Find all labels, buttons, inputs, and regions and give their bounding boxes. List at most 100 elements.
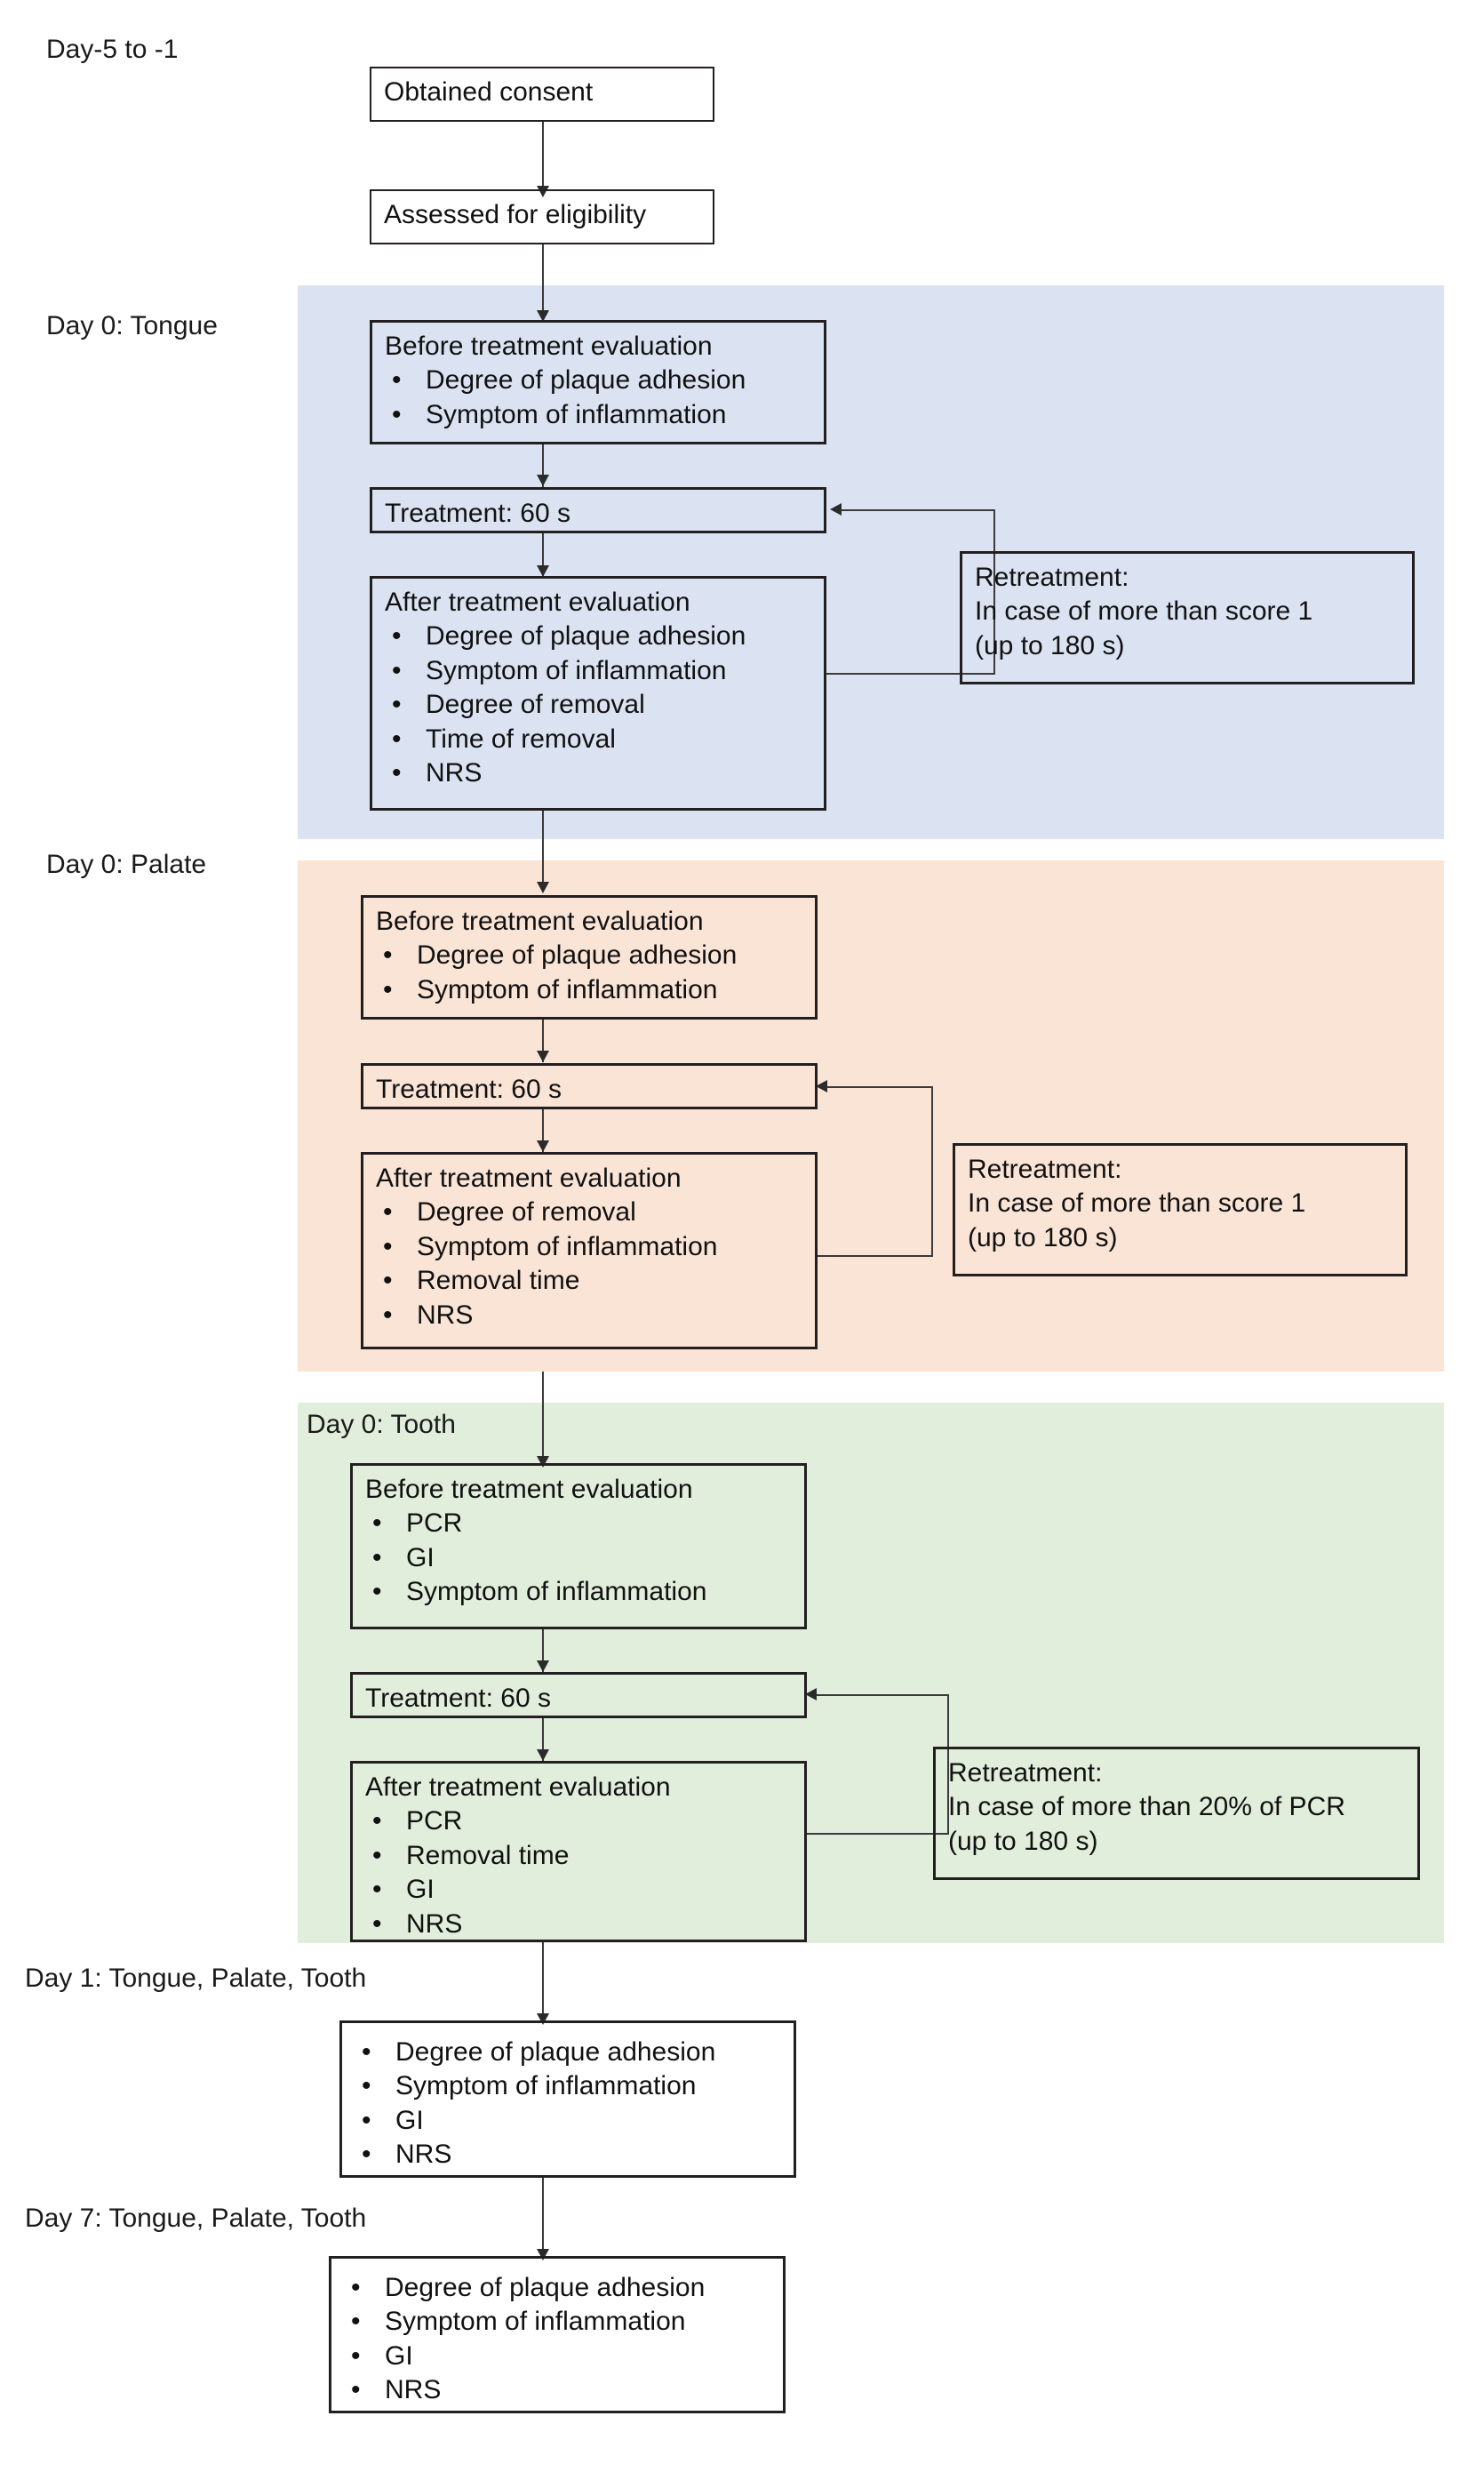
node-title: Obtained consent [384, 77, 594, 107]
node-obtained-consent[interactable]: Obtained consent [370, 67, 714, 122]
node-item-list: •Degree of plaque adhesion •Symptom of i… [385, 364, 811, 432]
list-item-label: NRS [426, 757, 483, 788]
bullet-icon: • [392, 724, 402, 754]
connector-tongue-treatment-to-after [542, 533, 544, 576]
list-item-label: NRS [417, 1300, 474, 1330]
node-title: After treatment evaluation [385, 588, 690, 617]
list-item-label: Symptom of inflammation [417, 974, 718, 1004]
list-item: •NRS [344, 2373, 770, 2407]
list-item: •Time of removal [385, 723, 811, 756]
list-item: • Symptom of inflammation [376, 1230, 802, 1264]
list-item-label: GI [406, 1875, 435, 1905]
bullet-icon: • [383, 1300, 393, 1330]
list-item-label: NRS [406, 1908, 463, 1939]
node-tongue-before-treatment[interactable]: Before treatment evaluation •Degree of p… [370, 320, 826, 444]
arrow-consent-to-eligibility [537, 186, 549, 197]
list-item-label: PCR [406, 1508, 463, 1539]
node-title: Treatment: 60 s [376, 1075, 562, 1104]
list-item-label: PCR [406, 1806, 463, 1836]
node-day1-evaluation[interactable]: •Degree of plaque adhesion •Symptom of i… [339, 2020, 796, 2178]
bullet-icon: • [372, 1840, 382, 1870]
connector-tongue-loop-to-treatment [841, 509, 995, 511]
list-item: • NRS [376, 1299, 802, 1332]
connector-palate-before-to-treatment [542, 1020, 544, 1062]
arrow-tooth-treatment-to-after [537, 1749, 549, 1761]
bullet-icon: • [351, 2375, 361, 2405]
list-item-label: Symptom of inflammation [406, 1577, 707, 1607]
list-item-label: GI [406, 1542, 435, 1572]
list-item: •Degree of plaque adhesion [344, 2271, 770, 2305]
list-item: • Symptom of inflammation [355, 2069, 781, 2103]
retreatment-line-3: (up to 180 s) [975, 630, 1125, 660]
bullet-icon: • [372, 1542, 382, 1572]
list-item: •GI [355, 2104, 781, 2138]
retreatment-line-3: (up to 180 s) [968, 1222, 1118, 1252]
node-palate-retreatment[interactable]: Retreatment: In case of more than score … [953, 1143, 1408, 1276]
retreatment-line-1: Retreatment: [948, 1758, 1103, 1788]
node-palate-after-treatment[interactable]: After treatment evaluation •Degree of re… [361, 1152, 818, 1349]
node-item-list: •PCR • GI • Symptom of inflammation [365, 1507, 792, 1609]
arrow-tooth-before-to-treatment [537, 1660, 549, 1672]
retreatment-line-2: In case of more than score 1 [975, 596, 1313, 627]
node-item-list: •Degree of plaque adhesion •Symptom of i… [355, 2036, 781, 2172]
bullet-icon: • [383, 1231, 393, 1261]
bullet-icon: • [392, 757, 402, 788]
connector-consent-to-eligibility [542, 122, 544, 191]
arrow-tongue-after-to-palate-before [537, 882, 549, 893]
arrow-tongue-loop-to-treatment [830, 503, 842, 516]
bullet-icon: • [351, 2340, 361, 2371]
arrow-tongue-treatment-to-after [537, 565, 549, 577]
list-item: • PCR [365, 1804, 792, 1838]
connector-tongue-after-to-palate-before [542, 811, 544, 887]
list-item-label: Symptom of inflammation [417, 1231, 718, 1261]
node-title: Before treatment evaluation [385, 332, 713, 361]
bullet-icon: • [392, 690, 402, 720]
band-day0-tongue [298, 285, 1444, 839]
list-item-label: Symptom of inflammation [385, 2307, 686, 2337]
node-tongue-retreatment[interactable]: Retreatment: In case of more than score … [960, 551, 1415, 684]
stage-label-day0-palate: Day 0: Palate [46, 850, 207, 879]
list-item: •PCR [365, 1507, 792, 1540]
arrow-palate-before-to-treatment [537, 1051, 549, 1062]
list-item: • GI [365, 1541, 792, 1575]
node-palate-treatment[interactable]: Treatment: 60 s [361, 1063, 818, 1109]
node-title: Treatment: 60 s [385, 499, 570, 528]
list-item: •GI [344, 2340, 770, 2373]
list-item: • NRS [385, 756, 811, 790]
bullet-icon: • [362, 2071, 371, 2101]
list-item: • Symptom of inflammation [344, 2305, 770, 2339]
connector-tooth-loop-vertical [947, 1694, 949, 1835]
node-title: After treatment evaluation [376, 1164, 682, 1193]
list-item-label: Degree of plaque adhesion [417, 940, 738, 971]
node-tooth-after-treatment[interactable]: After treatment evaluation •PCR •Removal… [350, 1761, 807, 1942]
bullet-icon: • [372, 1577, 382, 1607]
list-item-label: Degree of removal [426, 690, 645, 720]
bullet-icon: • [351, 2307, 361, 2337]
stage-label-day0-tooth: Day 0: Tooth [307, 1410, 456, 1439]
bullet-icon: • [362, 2037, 371, 2067]
list-item-label: Degree of plaque adhesion [426, 621, 746, 652]
node-tongue-after-treatment[interactable]: After treatment evaluation • Degree of pl… [370, 576, 826, 811]
arrow-tongue-before-to-treatment [537, 475, 549, 486]
bullet-icon: • [392, 655, 402, 685]
node-title: Assessed for eligibility [384, 200, 647, 229]
list-item: •NRS [365, 1908, 792, 1941]
bullet-icon: • [392, 399, 402, 429]
node-tooth-retreatment[interactable]: Retreatment: In case of more than 20% of… [933, 1747, 1420, 1880]
node-assessed-eligibility[interactable]: Assessed for eligibility [370, 189, 714, 244]
bullet-icon: • [372, 1806, 382, 1836]
node-palate-before-treatment[interactable]: Before treatment evaluation •Degree of p… [361, 895, 818, 1020]
list-item-label: Symptom of inflammation [395, 2071, 697, 2101]
connector-tooth-after-to-day1 [542, 1942, 544, 2020]
list-item: • Symptom of inflammation [385, 398, 811, 432]
node-tooth-before-treatment[interactable]: Before treatment evaluation •PCR •GI •Sy… [350, 1463, 807, 1629]
node-tongue-treatment[interactable]: Treatment: 60 s [370, 487, 826, 533]
connector-tooth-before-to-treatment [542, 1629, 544, 1672]
connector-tongue-after-to-loop [826, 673, 995, 675]
bullet-icon: • [392, 365, 402, 396]
list-item: • Symptom of inflammation [365, 1575, 792, 1609]
connector-palate-loop-to-treatment [826, 1086, 933, 1088]
node-day7-evaluation[interactable]: •Degree of plaque adhesion • Symptom of i… [329, 2256, 786, 2413]
node-tooth-treatment[interactable]: Treatment: 60 s [350, 1672, 807, 1718]
list-item-label: Symptom of inflammation [426, 399, 727, 429]
